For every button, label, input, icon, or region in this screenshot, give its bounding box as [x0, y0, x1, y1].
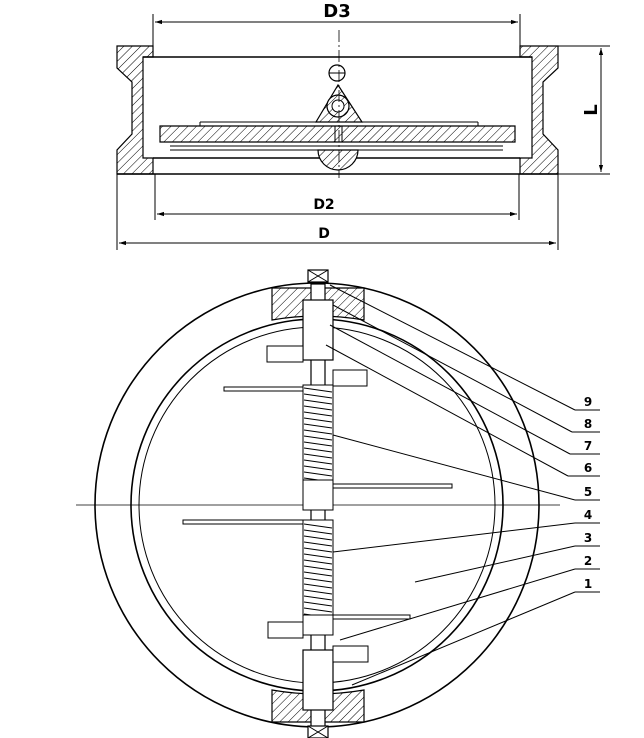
callout-3: 3	[584, 531, 592, 545]
l-label: L	[581, 104, 602, 115]
callout-5: 5	[584, 485, 592, 499]
body-right-section	[519, 45, 559, 175]
dimension-l: L	[558, 45, 610, 175]
stop-plate-top-left	[266, 345, 304, 363]
callout-1: 1	[584, 577, 592, 591]
dimension-d2: D2	[154, 174, 520, 220]
stop-plate-bottom-left	[267, 621, 304, 639]
dimension-d3: D3	[152, 1, 521, 48]
front-view	[76, 269, 560, 738]
d2-label: D2	[313, 197, 334, 213]
stop-plate-top-right	[332, 369, 368, 387]
callout-4: 4	[584, 508, 592, 522]
dimension-d: D	[116, 174, 559, 250]
arm-lower-right	[332, 614, 411, 620]
callout-8: 8	[584, 417, 592, 431]
arm-upper-left	[223, 386, 304, 392]
callout-7: 7	[584, 439, 592, 453]
d3-label: D3	[323, 1, 350, 22]
callouts: 9 8 7 6 5 4 3 2 1	[325, 284, 600, 686]
arm-left	[182, 519, 304, 525]
disc-plate	[159, 125, 516, 143]
stop-plate-bottom-right	[332, 645, 369, 663]
callout-2: 2	[584, 554, 592, 568]
callout-6: 6	[584, 461, 592, 475]
arm-right	[332, 483, 453, 489]
section-view	[116, 30, 559, 178]
body-left-section	[116, 45, 154, 175]
d-label: D	[318, 226, 330, 242]
spring-lower	[302, 519, 334, 621]
callout-9: 9	[584, 395, 592, 409]
